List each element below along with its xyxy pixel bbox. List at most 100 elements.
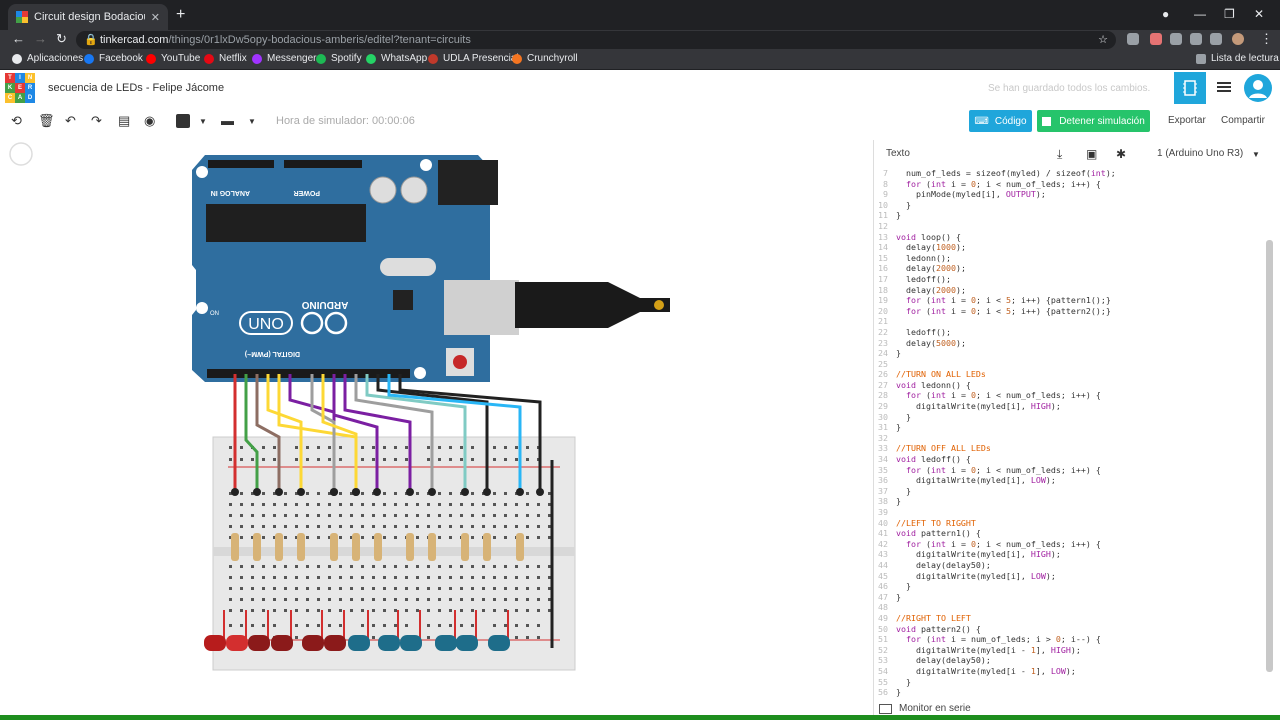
wire-endpoint[interactable] [536,488,544,496]
code-line[interactable]: 33//TURN OFF ALL LEDs [874,443,1266,454]
led[interactable] [456,610,478,651]
jumper-wire[interactable] [255,374,281,492]
code-line[interactable]: 24} [874,348,1266,359]
chevron-down-icon[interactable]: ▼ [1252,150,1260,159]
rotate-icon[interactable]: ⟲ [11,113,22,128]
extension-icon[interactable] [1127,33,1139,45]
code-line[interactable]: 31} [874,422,1266,433]
breadboard[interactable] [212,436,576,671]
jumper-wire[interactable] [244,374,259,492]
notes-icon[interactable]: ▤ [118,113,131,128]
leds[interactable] [204,610,510,651]
chevron-down-icon[interactable]: ▼ [248,117,256,126]
code-line[interactable]: 8 for (int i = 0; i < num_of_leds; i++) … [874,179,1266,190]
resistor[interactable] [516,533,524,561]
maximize-icon[interactable]: ❐ [1224,7,1235,21]
jumper-wire[interactable] [343,374,412,492]
code-line[interactable]: 25 [874,359,1266,370]
code-line[interactable]: 11} [874,210,1266,221]
wire-endpoint[interactable] [231,488,239,496]
bookmark-star-icon[interactable]: ☆ [1098,34,1108,46]
code-line[interactable]: 7 num_of_leds = sizeof(myled) / sizeof(i… [874,168,1266,179]
project-title[interactable]: secuencia de LEDs - Felipe Jácome [48,82,225,94]
led[interactable] [400,610,422,651]
code-line[interactable]: 54 digitalWrite(myled[i - 1], LOW); [874,666,1266,677]
code-line[interactable]: 29 digitalWrite(myled[i], HIGH); [874,401,1266,412]
code-line[interactable]: 32 [874,433,1266,444]
code-mode-select[interactable]: Texto [886,148,910,159]
visibility-icon[interactable]: ◉ [144,113,156,128]
code-line[interactable]: 14 delay(1000); [874,242,1266,253]
code-line[interactable]: 46 } [874,581,1266,592]
code-line[interactable]: 47} [874,592,1266,603]
resistor[interactable] [231,533,239,561]
zoom-fit-icon[interactable] [9,142,33,166]
wire-endpoint[interactable] [330,488,338,496]
code-line[interactable]: 43 digitalWrite(myled[i], HIGH); [874,549,1266,560]
led[interactable] [226,610,248,651]
code-line[interactable]: 49//RIGHT TO LEFT [874,613,1266,624]
code-line[interactable]: 23 delay(5000); [874,338,1266,349]
puzzle-icon[interactable] [1170,33,1182,45]
upload-icon[interactable]: ▣ [1086,147,1098,161]
wire-endpoint[interactable] [516,488,524,496]
debugger-icon[interactable]: ✱ [1116,147,1127,161]
resistor[interactable] [330,533,338,561]
wire-endpoint[interactable] [461,488,469,496]
code-line[interactable]: 38} [874,496,1266,507]
code-line[interactable]: 52 digitalWrite(myled[i - 1], HIGH); [874,645,1266,656]
bookmark-whatsapp[interactable]: WhatsApp [366,53,427,64]
code-line[interactable]: 30 } [874,412,1266,423]
code-line[interactable]: 35 for (int i = 0; i < num_of_leds; i++)… [874,465,1266,476]
bookmark-spotify[interactable]: Spotify [316,53,362,64]
jumper-wire[interactable] [398,374,542,492]
code-line[interactable]: 21 [874,316,1266,327]
led[interactable] [302,610,324,651]
wires[interactable] [231,374,554,648]
close-tab-icon[interactable]: ✕ [150,11,160,24]
code-line[interactable]: 39 [874,507,1266,518]
back-icon[interactable]: ← [12,31,25,46]
redo-icon[interactable]: ↷ [91,113,102,128]
jumper-wire[interactable] [354,374,434,492]
led[interactable] [348,610,370,651]
code-button[interactable]: ⌨Código [969,110,1032,132]
bookmark-facebook[interactable]: Facebook [84,53,143,64]
code-line[interactable]: 36 digitalWrite(myled[i], LOW); [874,475,1266,486]
bookmark-aplicaciones[interactable]: Aplicaciones [12,53,83,64]
downloads-icon[interactable] [1190,33,1202,45]
code-line[interactable]: 45 digitalWrite(myled[i], LOW); [874,571,1266,582]
code-line[interactable]: 15 ledonn(); [874,253,1266,264]
led[interactable] [204,610,226,651]
led[interactable] [248,610,270,651]
components-list-button[interactable] [1208,72,1240,104]
share-button[interactable]: Compartir [1221,115,1265,126]
code-line[interactable]: 22 ledoff(); [874,327,1266,338]
resistor[interactable] [461,533,469,561]
resistor[interactable] [297,533,305,561]
jumper-wire[interactable] [376,374,489,492]
circuit-drawing[interactable]: UNO ARDUINO ANALOG IN POWER DIGITAL (PWM… [0,140,872,720]
color-picker-button[interactable] [176,114,190,128]
code-editor[interactable]: 7 num_of_leds = sizeof(myled) / sizeof(i… [874,168,1266,702]
code-line[interactable]: 20 for (int i = 0; i < 5; i++) {pattern2… [874,306,1266,317]
code-line[interactable]: 40//LEFT TO RIGGHT [874,518,1266,529]
code-line[interactable]: 56} [874,687,1266,698]
wire-endpoint[interactable] [373,488,381,496]
serial-monitor-toggle[interactable]: Monitor en serie [874,700,1280,720]
close-window-icon[interactable]: ✕ [1254,7,1265,21]
jumper-wire[interactable] [365,374,467,492]
code-line[interactable]: 9 pinMode(myled[i], OUTPUT); [874,189,1266,200]
bookmark-udla-presencial[interactable]: UDLA Presencial [428,53,519,64]
circuit-view-button[interactable] [1174,72,1206,104]
code-line[interactable]: 12 [874,221,1266,232]
code-line[interactable]: 44 delay(delay50); [874,560,1266,571]
resistor[interactable] [406,533,414,561]
code-line[interactable]: 18 delay(2000); [874,285,1266,296]
resistor[interactable] [374,533,382,561]
new-tab-icon[interactable]: + [176,6,186,23]
arduino-uno-board[interactable]: UNO ARDUINO ANALOG IN POWER DIGITAL (PWM… [192,155,670,382]
